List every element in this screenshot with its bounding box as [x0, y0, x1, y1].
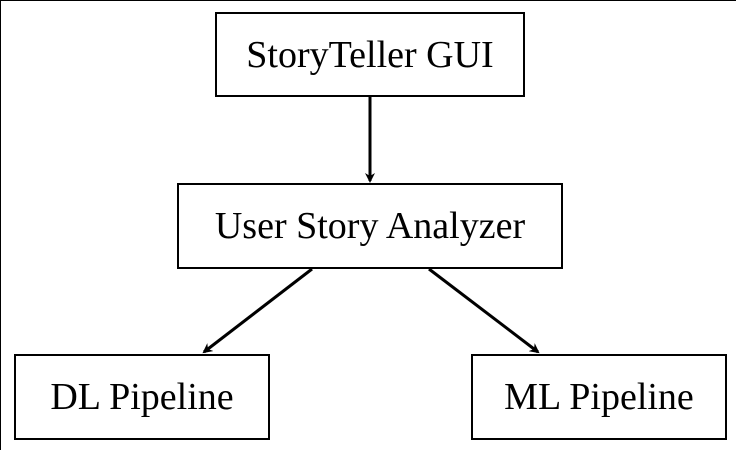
node-label-dl-pipeline: DL Pipeline	[50, 376, 234, 418]
node-label-user-story-analyzer: User Story Analyzer	[214, 205, 526, 247]
node-storyteller-gui: StoryTeller GUI	[215, 12, 525, 97]
node-label-storyteller-gui: StoryTeller GUI	[246, 33, 494, 76]
node-user-story-analyzer: User Story Analyzer	[177, 183, 563, 269]
node-label-ml-pipeline: ML Pipeline	[504, 376, 694, 418]
edge-analyzer-to-dl	[202, 267, 313, 354]
node-dl-pipeline: DL Pipeline	[14, 354, 270, 440]
node-ml-pipeline: ML Pipeline	[471, 354, 727, 440]
edge-analyzer-to-ml	[428, 267, 540, 354]
